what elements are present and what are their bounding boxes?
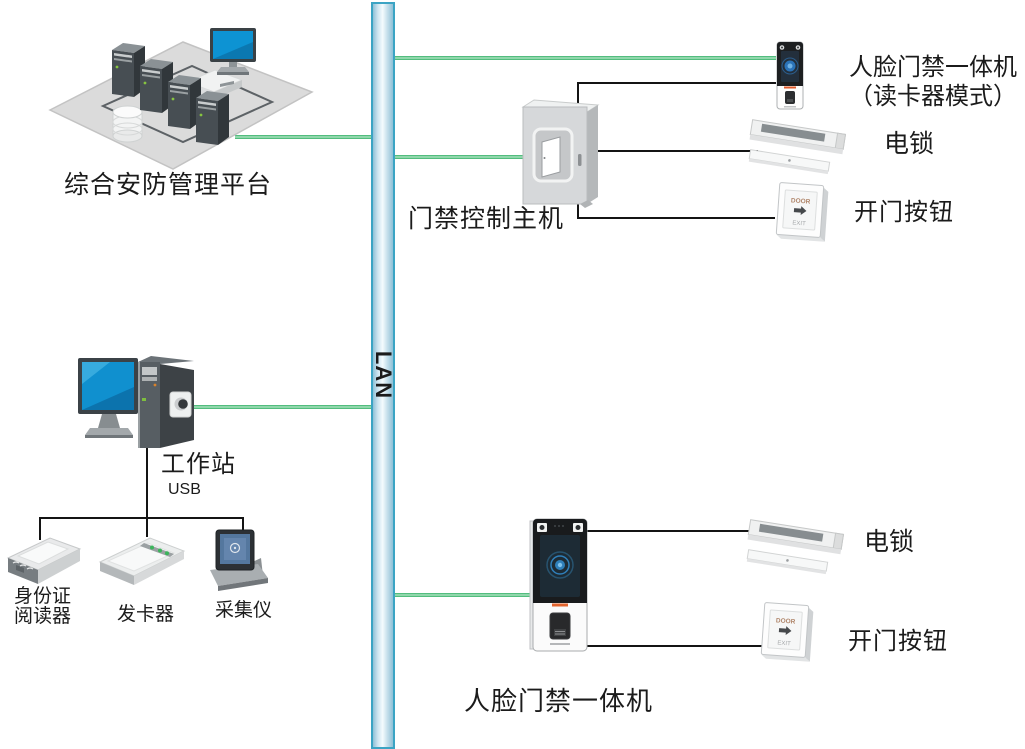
exit-button-text-door: DOOR <box>776 617 796 625</box>
link-lan-face-bottom <box>392 593 534 597</box>
workstation-icon <box>78 356 194 448</box>
id-card-reader-label-line2: 阅读器 <box>14 606 72 627</box>
link-controller-button-top <box>577 217 775 219</box>
electric-lock-bottom-icon <box>746 519 845 575</box>
link-platform-lan <box>235 135 373 139</box>
access-controller-label: 门禁控制主机 <box>408 205 565 233</box>
face-terminal-reader-sublabel: （读卡器模式） <box>849 83 1017 110</box>
link-lan-controller <box>392 155 527 159</box>
workstation-label: 工作站 <box>161 451 236 478</box>
exit-button-top-label: 开门按钮 <box>854 199 954 226</box>
id-card-reader-icon <box>6 537 82 584</box>
link-usb-bus-horizontal <box>39 517 244 519</box>
exit-button-bottom-label: 开门按钮 <box>848 628 948 655</box>
card-issuer-icon <box>98 537 186 585</box>
electric-lock-top-label: 电锁 <box>884 130 935 158</box>
link-workstation-usb-vertical <box>146 446 148 518</box>
link-controller-lock-top <box>594 150 758 152</box>
link-usb-idreader-drop <box>39 517 41 540</box>
link-lan-face-top <box>392 56 776 60</box>
management-platform-label: 综合安防管理平台 <box>64 171 273 199</box>
electric-lock-bottom-label: 电锁 <box>864 528 915 556</box>
link-usb-issuer-drop <box>146 517 148 537</box>
face-terminal-standalone-label: 人脸门禁一体机 <box>464 686 654 716</box>
face-terminal-reader-label: 人脸门禁一体机 <box>849 54 1017 81</box>
link-usb-collector-drop <box>242 517 244 531</box>
card-issuer-label: 发卡器 <box>117 604 175 625</box>
access-controller-icon <box>521 99 600 208</box>
link-face-button-bottom <box>586 645 763 647</box>
management-platform-icon <box>48 28 314 170</box>
exit-button-text-exit: EXIT <box>777 641 791 648</box>
exit-button-top-icon: DOOR EXIT <box>775 182 829 242</box>
link-face-lock-bottom <box>586 530 756 532</box>
lan-bus-label: LAN <box>371 350 396 400</box>
capture-device-label: 采集仪 <box>215 600 273 621</box>
link-workstation-lan <box>194 405 373 409</box>
id-card-reader-label-line1: 身份证 <box>14 586 72 607</box>
face-terminal-reader-icon <box>776 41 804 110</box>
lan-bus-bar <box>371 2 395 749</box>
usb-bus-label: USB <box>168 481 201 498</box>
link-controller-face-top <box>577 82 776 84</box>
electric-lock-top-icon <box>748 119 847 175</box>
capture-device-icon <box>210 529 268 591</box>
exit-button-bottom-icon: DOOR EXIT <box>760 602 814 662</box>
exit-button-text-door: DOOR <box>791 197 811 205</box>
face-terminal-standalone-icon <box>529 518 588 652</box>
exit-button-text-exit: EXIT <box>792 221 806 228</box>
